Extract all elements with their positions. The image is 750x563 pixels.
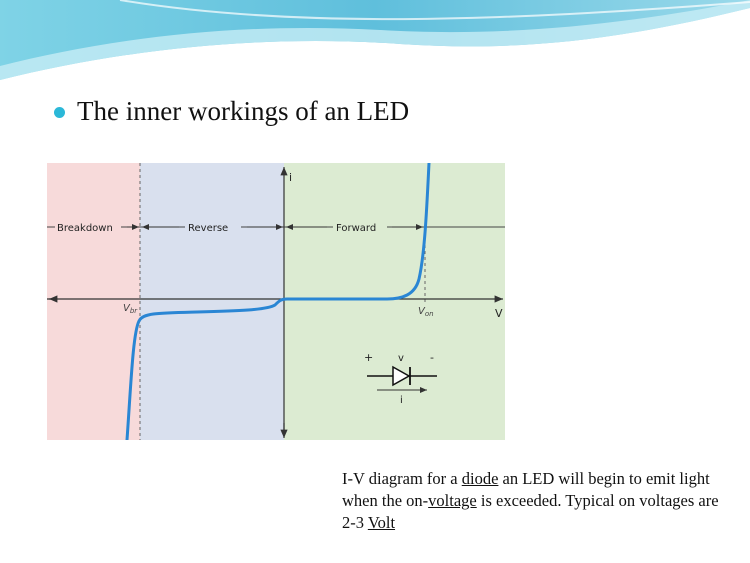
vbr-label: Vbr — [123, 303, 138, 315]
breakdown-label: Breakdown — [57, 223, 113, 234]
diode-voltage-label: v — [398, 353, 404, 364]
forward-region — [284, 163, 505, 440]
bullet-item: The inner workings of an LED — [54, 96, 409, 127]
breakdown-region — [47, 163, 140, 440]
diode-link[interactable]: diode — [461, 469, 499, 488]
voltage-axis-label: V — [495, 307, 503, 320]
iv-diagram: Breakdown Reverse Forward i V Vbr Von + … — [47, 163, 505, 440]
bullet-text: The inner workings of an LED — [77, 96, 410, 126]
voltage-link[interactable]: voltage — [428, 491, 477, 510]
current-axis-label: i — [289, 171, 292, 184]
diode-minus-label: - — [430, 351, 434, 364]
bullet-dot-icon — [54, 107, 65, 118]
von-label: Von — [418, 306, 434, 318]
header-wave-decoration — [0, 0, 750, 86]
diagram-caption: I-V diagram for a diode an LED will begi… — [342, 469, 719, 532]
diode-current-label: i — [400, 395, 403, 406]
reverse-label: Reverse — [188, 223, 228, 234]
volt-link[interactable]: Volt — [367, 513, 396, 532]
diode-symbol: + v - i — [364, 351, 437, 406]
iv-curve — [125, 163, 431, 440]
forward-label: Forward — [336, 223, 376, 234]
reverse-region — [140, 163, 284, 440]
diode-plus-label: + — [364, 351, 373, 364]
